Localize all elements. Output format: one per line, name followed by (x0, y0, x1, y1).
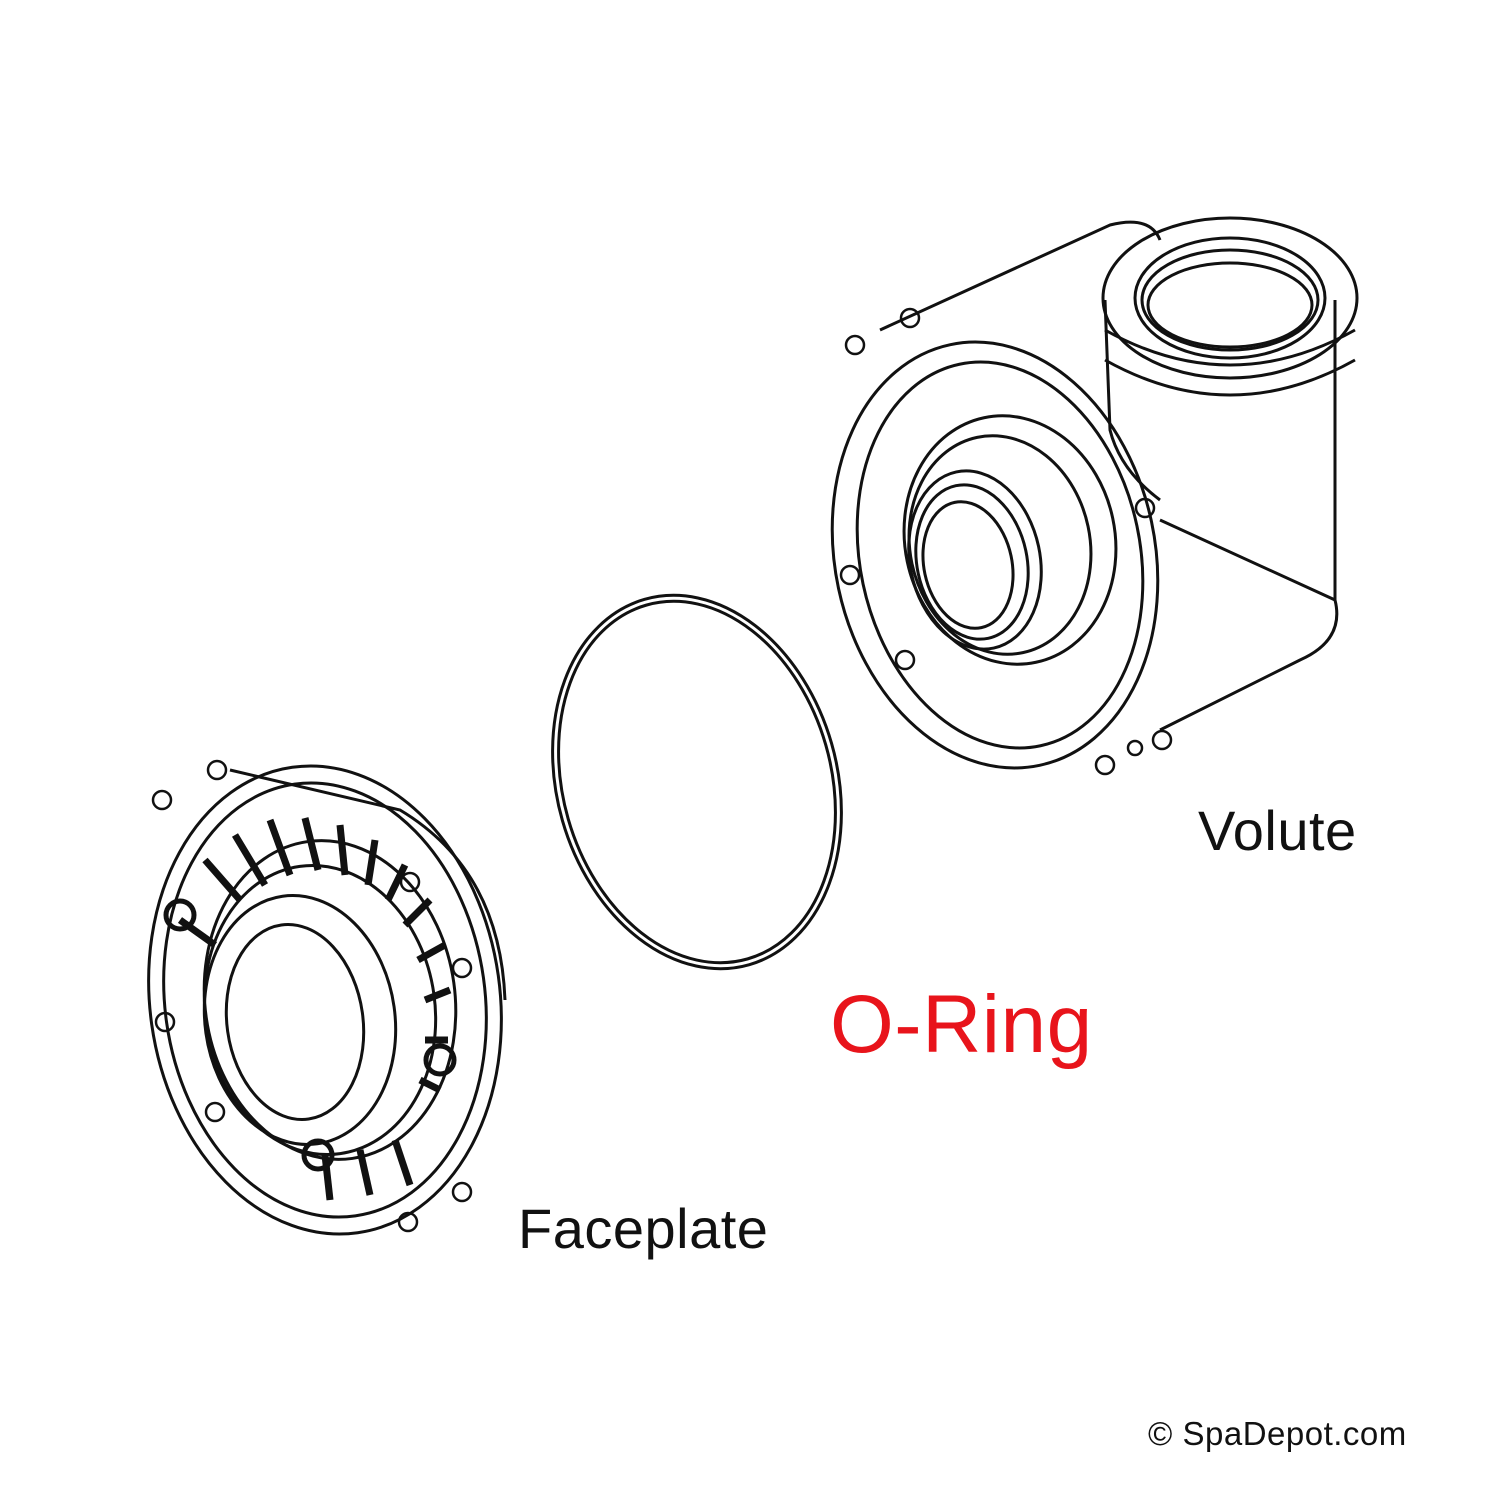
volute-label: Volute (1198, 799, 1357, 862)
faceplate-drawing (147, 759, 507, 1236)
o-ring-drawing (551, 593, 843, 971)
o-ring-label: O-Ring (830, 979, 1093, 1070)
faceplate-label: Faceplate (518, 1197, 769, 1260)
copyright-notice: © SpaDepot.com (1148, 1415, 1407, 1452)
volute-drawing (830, 216, 1359, 776)
